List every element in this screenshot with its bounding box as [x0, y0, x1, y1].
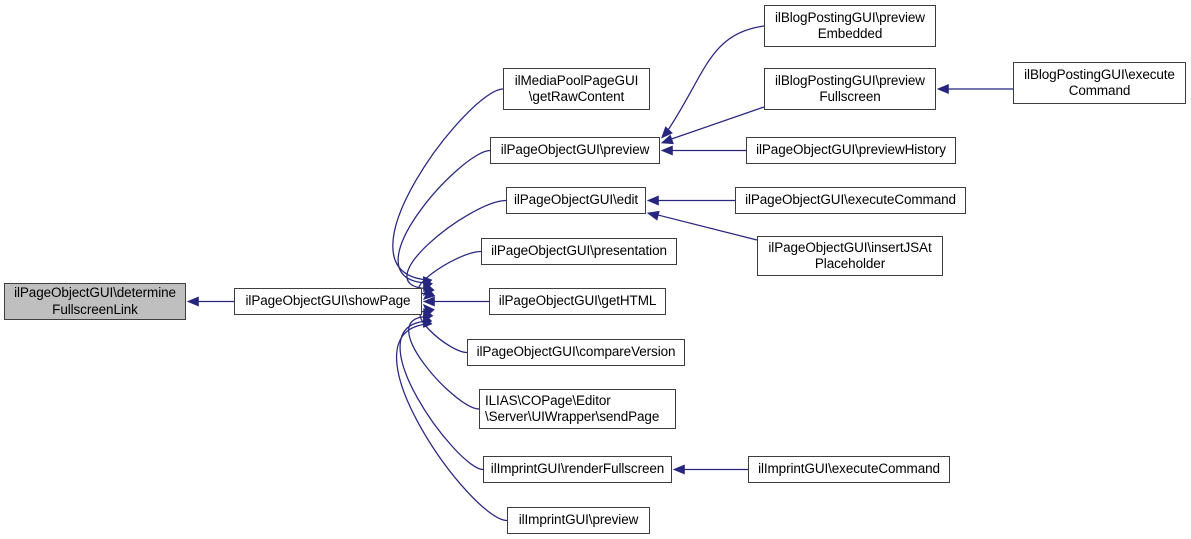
graph-node-previewHistory[interactable]: ilPageObjectGUI\previewHistory	[746, 137, 956, 164]
edge-renderFullscreen-to-showPage	[399, 320, 484, 471]
graph-node-label: ilMediaPoolPageGUI \getRawContent	[514, 72, 639, 104]
graph-node-label: ilBlogPostingGUI\preview Embedded	[775, 9, 925, 41]
graph-node-label: ilImprintGUI\renderFullscreen	[490, 461, 665, 477]
graph-node-label: ilImprintGUI\executeCommand	[758, 461, 940, 477]
graph-node-label: ilPageObjectGUI\edit	[513, 192, 639, 208]
arrowhead-showPage-to-determineFullscreenLink	[186, 296, 199, 307]
graph-node-imprintPreview[interactable]: ilImprintGUI\preview	[507, 507, 650, 534]
graph-node-presentation[interactable]: ilPageObjectGUI\presentation	[481, 238, 677, 265]
graph-node-blogExecuteCommand[interactable]: ilBlogPostingGUI\execute Command	[1013, 62, 1186, 104]
graph-node-showPage[interactable]: ilPageObjectGUI\showPage	[234, 288, 422, 315]
arrowhead-insertJSAtPlaceholder-to-edit	[646, 210, 660, 221]
edge-previewFullscreen-to-preview	[670, 106, 765, 140]
graph-node-sendPage[interactable]: ILIAS\COPage\Editor \Server\UIWrapper\se…	[479, 389, 676, 429]
graph-node-preview[interactable]: ilPageObjectGUI\preview	[490, 137, 660, 164]
arrowhead-imprintPreview-to-showPage	[423, 314, 433, 328]
graph-node-label: ilPageObjectGUI\presentation	[491, 243, 667, 259]
edge-edit-to-showPage	[406, 199, 507, 290]
graph-node-getRawContent[interactable]: ilMediaPoolPageGUI \getRawContent	[503, 68, 650, 110]
graph-node-previewEmbedded[interactable]: ilBlogPostingGUI\preview Embedded	[764, 5, 936, 47]
graph-node-getHTML[interactable]: ilPageObjectGUI\getHTML	[489, 288, 666, 315]
graph-node-label: ilPageObjectGUI\getHTML	[498, 293, 657, 309]
arrowhead-pageExecuteCommand-to-edit	[646, 195, 659, 206]
edge-insertJSAtPlaceholder-to-edit	[656, 214, 758, 241]
arrowhead-previewFullscreen-to-preview	[660, 134, 674, 145]
arrowhead-previewHistory-to-preview	[660, 145, 673, 156]
graph-node-label: ilBlogPostingGUI\preview Fullscreen	[775, 72, 925, 104]
graph-node-label: ilPageObjectGUI\determine FullscreenLink	[14, 285, 176, 317]
graph-node-label: ILIAS\COPage\Editor \Server\UIWrapper\se…	[485, 392, 660, 424]
graph-node-label: ilPageObjectGUI\insertJSAt Placeholder	[768, 239, 932, 271]
graph-node-previewFullscreen[interactable]: ilBlogPostingGUI\preview Fullscreen	[764, 68, 936, 110]
graph-node-label: ilPageObjectGUI\preview	[500, 142, 650, 158]
arrowhead-imprintExecuteCommand-to-renderFullscreen	[672, 464, 685, 475]
graph-node-pageExecuteCommand[interactable]: ilPageObjectGUI\executeCommand	[735, 187, 966, 214]
edge-previewEmbedded-to-preview	[666, 25, 765, 132]
arrowhead-getHTML-to-showPage	[422, 296, 435, 307]
graph-node-renderFullscreen[interactable]: ilImprintGUI\renderFullscreen	[483, 456, 672, 483]
arrowhead-previewEmbedded-to-preview	[660, 126, 673, 139]
edge-getRawContent-to-showPage	[392, 88, 504, 281]
edge-imprintPreview-to-showPage	[396, 323, 508, 522]
graph-node-edit[interactable]: ilPageObjectGUI\edit	[506, 187, 646, 214]
graph-node-label: ilPageObjectGUI\compareVersion	[476, 344, 676, 360]
graph-node-label: ilPageObjectGUI\showPage	[245, 293, 411, 309]
graph-node-label: ilBlogPostingGUI\execute Command	[1024, 66, 1175, 98]
arrowhead-blogExecuteCommand-to-previewFullscreen	[936, 83, 949, 95]
graph-node-label: ilPageObjectGUI\executeCommand	[745, 192, 956, 208]
graph-node-insertJSAtPlaceholder[interactable]: ilPageObjectGUI\insertJSAt Placeholder	[757, 236, 943, 276]
edge-preview-to-showPage	[397, 149, 491, 284]
graph-node-label: ilPageObjectGUI\previewHistory	[756, 142, 946, 158]
graph-node-compareVersion[interactable]: ilPageObjectGUI\compareVersion	[467, 339, 685, 366]
graph-node-label: ilImprintGUI\preview	[518, 512, 639, 528]
edge-sendPage-to-showPage	[408, 315, 480, 410]
graph-node-determineFullscreenLink[interactable]: ilPageObjectGUI\determine FullscreenLink	[4, 283, 186, 320]
arrowhead-presentation-to-showPage	[422, 288, 436, 300]
graph-node-imprintExecuteCommand[interactable]: ilImprintGUI\executeCommand	[748, 456, 950, 483]
edge-compareVersion-to-showPage	[419, 310, 468, 354]
